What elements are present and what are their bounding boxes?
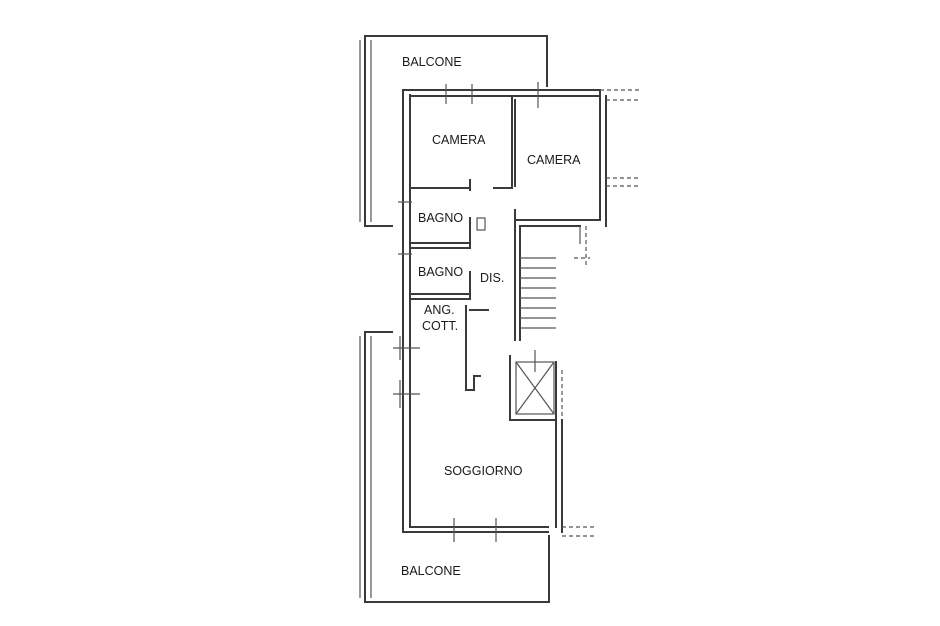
camera-left-label: CAMERA [432, 133, 486, 147]
camera-right-label: CAMERA [527, 153, 581, 167]
ang-cott-walls [393, 305, 489, 408]
stairwell-walls [514, 209, 590, 341]
bagno-2-label: BAGNO [418, 265, 463, 279]
stairs-icon [520, 257, 556, 329]
lift-shaft-icon [509, 350, 563, 421]
bagno-walls [398, 201, 486, 300]
soggiorno-label: SOGGIORNO [444, 464, 523, 478]
exterior-walls [402, 82, 601, 533]
ang-cott-label-line1: ANG. [424, 303, 455, 317]
balcone-bottom-label: BALCONE [401, 564, 461, 578]
right-upper-walls [514, 89, 640, 227]
camera-left-walls [409, 95, 516, 191]
balcone-bottom-outline [359, 331, 550, 603]
balcone-top-outline [359, 35, 548, 227]
bagno-1-label: BAGNO [418, 211, 463, 225]
dis-label: DIS. [480, 271, 504, 285]
ang-cott-label-line2: COTT. [422, 319, 458, 333]
soggiorno-walls [453, 419, 596, 542]
balcone-top-label: BALCONE [402, 55, 462, 69]
